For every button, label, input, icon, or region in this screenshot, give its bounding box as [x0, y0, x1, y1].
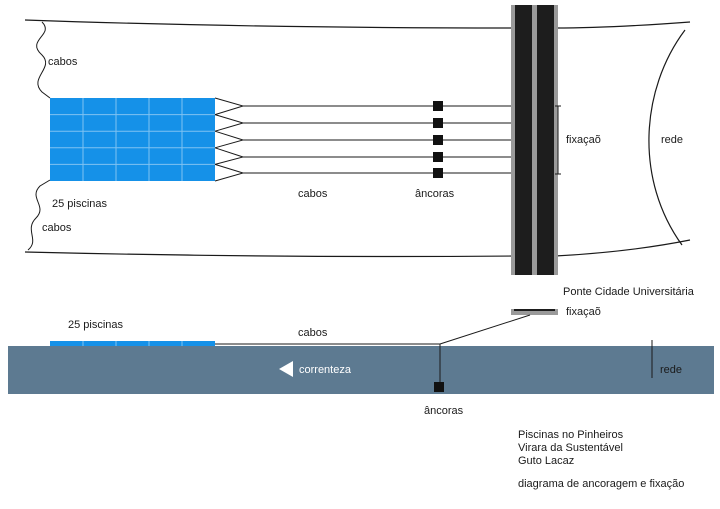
pools-side-lines: [82, 341, 183, 346]
bridge-deck-edge: [514, 309, 555, 311]
pools-grid: [50, 98, 215, 181]
credits: Piscinas no Pinheiros Virara da Sustentá…: [518, 429, 684, 490]
net-label: rede: [661, 134, 683, 146]
credits-line-3: Guto Lacaz: [518, 455, 574, 467]
side-net-label: rede: [660, 364, 682, 376]
anchor: [433, 101, 443, 111]
cable-lower-left: [27, 179, 51, 251]
bridge: [511, 5, 558, 275]
side-pools-label: 25 piscinas: [68, 319, 124, 331]
anchors-top: [433, 101, 443, 178]
side-cables: [215, 314, 653, 382]
river-bank-bottom: [24, 239, 691, 258]
anchors-label: âncoras: [415, 188, 455, 200]
parallel-cables: [214, 97, 515, 182]
fixation-label: fixaçaõ: [566, 134, 601, 146]
credits-line-2: Virara da Sustentável: [518, 442, 623, 454]
water: [8, 346, 714, 394]
anchor: [433, 168, 443, 178]
pools-side: [50, 341, 215, 346]
top-view: cabos 25 piscinas cabos cabos âncoras fi…: [24, 5, 695, 298]
river-bank-top: [24, 19, 691, 29]
current-arrow-icon: [279, 361, 293, 377]
side-view: 25 piscinas cabos fixaçaõ correnteza red…: [8, 306, 714, 417]
anchor: [433, 118, 443, 128]
anchor: [433, 152, 443, 162]
anchor: [433, 135, 443, 145]
fixation-marker: [555, 105, 561, 175]
credits-line-1: Piscinas no Pinheiros: [518, 429, 624, 441]
credits-caption: diagrama de ancoragem e fixação: [518, 478, 684, 490]
cables-lower-label: cabos: [42, 222, 72, 234]
cables-mid-label: cabos: [298, 188, 328, 200]
cable-upper-left: [36, 21, 51, 99]
anchor-side: [434, 382, 444, 392]
pools-label: 25 piscinas: [52, 198, 108, 210]
pools-block: [50, 98, 215, 181]
net-curve: [648, 29, 686, 246]
cables-upper-label: cabos: [48, 56, 78, 68]
bridge-label: Ponte Cidade Universitária: [563, 286, 695, 298]
pools-grid-lines: [50, 98, 215, 181]
side-cables-label: cabos: [298, 327, 328, 339]
side-fixation-label: fixaçaõ: [566, 306, 601, 318]
current-label: correnteza: [299, 364, 352, 376]
bridge-deck: [511, 309, 558, 315]
side-anchors-label: âncoras: [424, 405, 464, 417]
